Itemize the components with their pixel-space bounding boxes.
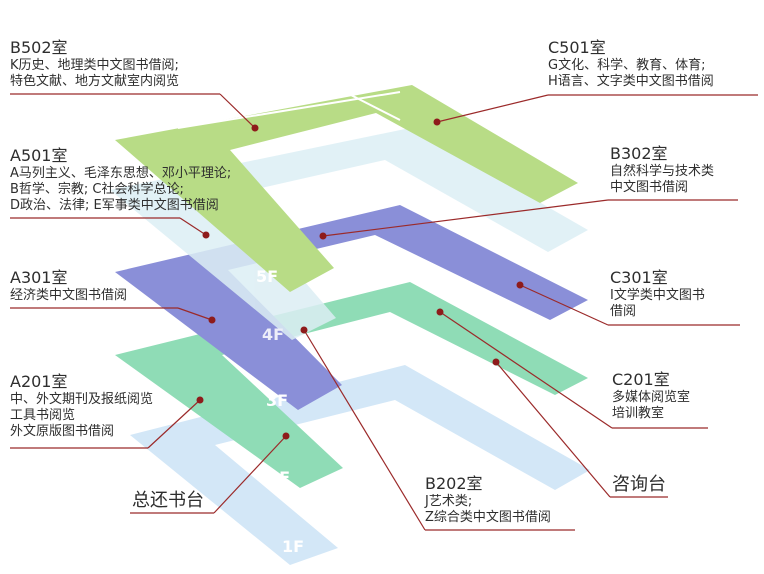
return-desk-dot <box>282 432 290 440</box>
room-desc-line: J艺术类; <box>425 494 473 509</box>
room-desc-line: K历史、地理类中文图书借阅; <box>10 58 179 73</box>
floor-4-label: 4F <box>262 325 284 344</box>
room-desc-line: 工具书阅览 <box>10 408 76 423</box>
room-desc-line: B哲学、宗教; C社会科学总论; <box>10 182 184 197</box>
floor-5-label: 5F <box>256 267 278 286</box>
a501-leader <box>179 217 207 236</box>
room-name-c201: C201室 <box>612 370 670 389</box>
a201-dot <box>196 396 204 404</box>
floor-5-shape <box>115 85 578 292</box>
room-label-c201: C201室 多媒体阅览室 培训教室 <box>612 370 690 422</box>
c501-leader <box>436 94 549 123</box>
room-name-a501: A501室 <box>10 146 68 165</box>
room-desc-line: H语言、文字类中文图书借阅 <box>548 74 714 89</box>
room-desc-line: 培训教室 <box>612 406 665 421</box>
room-label-a301: A301室 经济类中文图书借阅 <box>10 268 127 304</box>
room-desc-line: Z综合类中文图书借阅 <box>425 510 551 525</box>
room-desc-line: A马列主义、毛泽东思想、邓小平理论; <box>10 166 232 181</box>
info-desk-leader <box>495 361 611 498</box>
floor-3-label: 3F <box>266 391 288 410</box>
room-label-b302: B302室 自然科学与技术类 中文图书借阅 <box>610 144 714 196</box>
return-desk-label: 总还书台 <box>132 490 204 511</box>
a301-leader <box>177 307 213 321</box>
room-name-b202: B202室 <box>425 474 483 493</box>
c301-leader <box>519 284 609 326</box>
return-desk-leader <box>213 435 287 514</box>
a201-leader <box>147 399 201 449</box>
a501-dot <box>202 231 210 239</box>
room-name-c501: C501室 <box>548 38 606 57</box>
info-desk-label: 咨询台 <box>612 474 666 495</box>
info-desk-dot <box>492 358 500 366</box>
room-name-c301: C301室 <box>610 268 668 287</box>
room-desc-line: 中文图书借阅 <box>610 180 689 195</box>
room-label-b202: B202室 J艺术类; Z综合类中文图书借阅 <box>425 474 551 526</box>
room-desc-line: 外文原版图书借阅 <box>10 424 115 439</box>
room-label-a201: A201室 中、外文期刊及报纸阅览 工具书阅览 外文原版图书借阅 <box>10 372 153 440</box>
floor-5-divider <box>177 91 401 129</box>
room-name-a301: A301室 <box>10 268 68 287</box>
room-desc-line: 借阅 <box>610 304 637 319</box>
room-desc-line: 多媒体阅览室 <box>612 390 691 405</box>
floor-2-label: 2F <box>268 468 290 487</box>
room-label-c501: C501室 G文化、科学、教育、体育; H语言、文字类中文图书借阅 <box>548 38 714 90</box>
room-name-b502: B502室 <box>10 38 68 57</box>
b302-leader <box>322 199 609 237</box>
c201-leader <box>439 311 613 429</box>
b202-leader <box>303 329 426 531</box>
room-label-c301: C301室 I文学类中文图书 借阅 <box>610 268 705 320</box>
room-label-a501: A501室 A马列主义、毛泽东思想、邓小平理论; B哲学、宗教; C社会科学总论… <box>10 146 231 214</box>
room-name-a201: A201室 <box>10 372 68 391</box>
room-desc-line: D政治、法律; E军事类中文图书借阅 <box>10 198 219 213</box>
room-desc-line: 自然科学与技术类 <box>610 164 715 179</box>
b502-leader <box>219 93 256 129</box>
room-name-b302: B302室 <box>610 144 668 163</box>
room-desc-line: G文化、科学、教育、体育; <box>548 58 706 73</box>
room-label-b502: B502室 K历史、地理类中文图书借阅; 特色文献、地方文献室内阅览 <box>10 38 179 90</box>
c501-dot <box>433 118 441 126</box>
floor-5-divider <box>344 91 401 121</box>
b302-dot <box>319 232 327 240</box>
floor-1-label: 1F <box>282 537 304 556</box>
c201-dot <box>436 308 444 316</box>
room-desc-line: 特色文献、地方文献室内阅览 <box>10 74 180 89</box>
c301-dot <box>516 281 524 289</box>
leader-lines <box>10 93 758 531</box>
room-desc-line: I文学类中文图书 <box>610 288 705 303</box>
room-desc-line: 中、外文期刊及报纸阅览 <box>10 392 154 407</box>
b502-dot <box>251 124 259 132</box>
b202-dot <box>300 326 308 334</box>
floor-5-plate: 5F <box>115 85 578 292</box>
a301-dot <box>208 316 216 324</box>
room-desc-line: 经济类中文图书借阅 <box>10 288 128 303</box>
